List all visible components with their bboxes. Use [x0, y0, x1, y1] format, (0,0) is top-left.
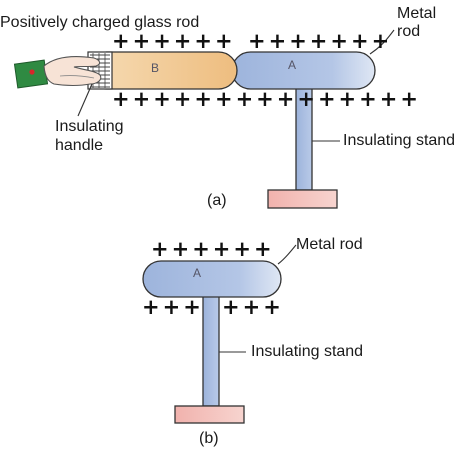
charges-top-metal: +++++++	[248, 29, 393, 53]
caption-b: (b)	[199, 430, 219, 447]
charges-top-glass: ++++++	[112, 29, 236, 53]
insulating-handle-label-line2: handle	[55, 137, 104, 154]
metal-rod-end-a: A	[288, 58, 297, 72]
diagram-b	[142, 244, 297, 424]
leader-line-handle	[77, 83, 93, 117]
insulating-handle-label-line1: Insulating	[55, 118, 124, 135]
leader-line-metal-rod-b	[277, 244, 297, 265]
stand-base-b	[174, 405, 245, 424]
glass-rod-label: Positively charged glass rod	[0, 14, 200, 31]
charges-bottom-a: +++++++++++++++	[112, 87, 421, 111]
leader-line-metal-rod-a	[369, 29, 395, 55]
metal-rod-a	[231, 51, 376, 90]
glass-rod-end-b: B	[151, 61, 160, 75]
metal-rod-b	[142, 260, 282, 298]
stand-base-a	[267, 189, 338, 209]
insulating-stand-label-a: Insulating stand	[343, 132, 456, 149]
hand-icon	[13, 56, 102, 89]
metal-rod-label-a-line2: rod	[397, 23, 421, 40]
diagram-a	[13, 29, 395, 209]
insulating-stand-label-b: Insulating stand	[251, 343, 364, 360]
charges-bottom-b-right: +++	[222, 295, 284, 319]
metal-rod-label-b: Metal rod	[296, 236, 363, 253]
charges-bottom-b-left: +++	[142, 295, 204, 319]
metal-rod-b-end-a: A	[193, 266, 202, 280]
caption-a: (a)	[207, 192, 227, 209]
charges-top-b: ++++++	[151, 237, 275, 261]
insulating-stand-b	[202, 292, 220, 407]
metal-rod-label-a-line1: Metal	[397, 5, 437, 22]
